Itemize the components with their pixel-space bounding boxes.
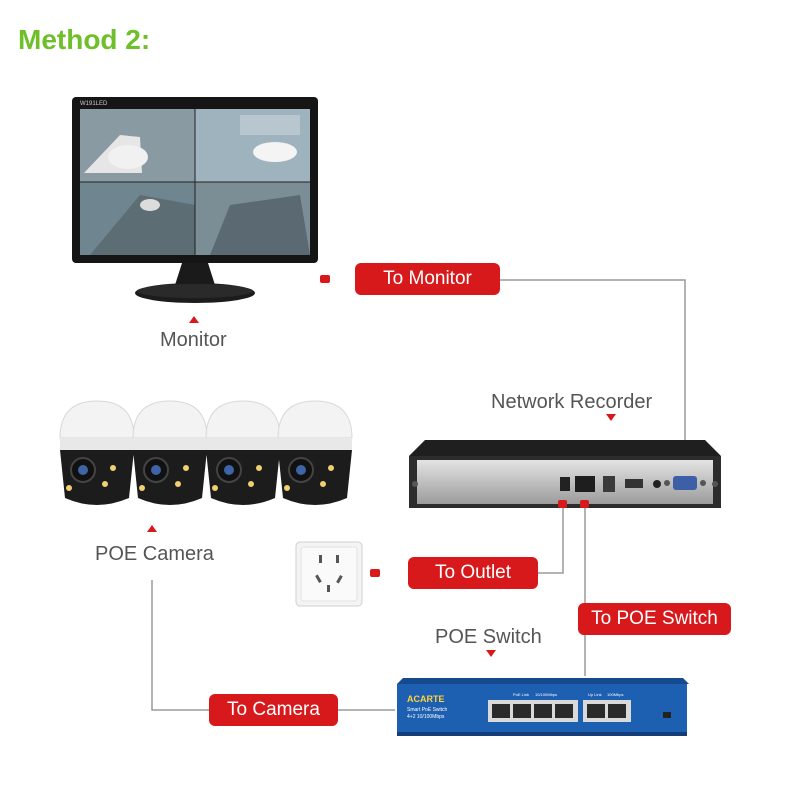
svg-text:Smart PoE Switch: Smart PoE Switch xyxy=(407,707,448,713)
to-camera-tag: To Camera xyxy=(209,694,338,726)
outlet-line xyxy=(538,505,564,574)
recorder-pointer-arrow xyxy=(606,414,616,421)
camera-pointer-arrow xyxy=(147,525,157,532)
switch-pointer-arrow xyxy=(486,650,496,657)
camera-2 xyxy=(132,400,208,505)
switch-brand-text: ACARTE xyxy=(407,694,445,704)
monitor-brand-text: W191LED xyxy=(80,101,108,107)
monitor-line xyxy=(500,279,686,478)
poe-switch-label: POE Switch xyxy=(435,626,542,648)
to-monitor-tag: To Monitor xyxy=(355,263,500,295)
monitor-pointer-arrow xyxy=(189,316,199,323)
camera-line xyxy=(151,580,395,711)
network-recorder-image xyxy=(405,432,725,512)
camera-4 xyxy=(277,400,353,505)
recorder-lan-dot xyxy=(580,500,589,508)
svg-text:100Mbps: 100Mbps xyxy=(607,692,623,697)
svg-text:Up Link: Up Link xyxy=(588,692,602,697)
wall-outlet-image xyxy=(295,541,363,607)
outlet-connector-dot xyxy=(370,569,380,577)
poe-switch-image: ACARTE Smart PoE Switch 4+2 10/100Mbps P… xyxy=(395,676,690,738)
poe-camera-image xyxy=(55,398,355,513)
diagram-title: Method 2: xyxy=(18,24,151,55)
poe-camera-label: POE Camera xyxy=(95,543,214,565)
svg-text:10/100Mbps: 10/100Mbps xyxy=(535,692,557,697)
to-poe-switch-tag: To POE Switch xyxy=(578,603,731,635)
camera-3 xyxy=(205,400,281,505)
camera-1 xyxy=(59,400,135,505)
svg-text:PoE Link: PoE Link xyxy=(513,692,529,697)
monitor-connector-dot xyxy=(320,275,330,283)
svg-text:4+2 10/100Mbps: 4+2 10/100Mbps xyxy=(407,714,445,720)
to-outlet-tag: To Outlet xyxy=(408,557,538,589)
recorder-power-dot xyxy=(558,500,567,508)
network-recorder-label: Network Recorder xyxy=(491,391,653,413)
monitor-label: Monitor xyxy=(160,329,227,351)
monitor-image: W191LED xyxy=(70,95,320,310)
